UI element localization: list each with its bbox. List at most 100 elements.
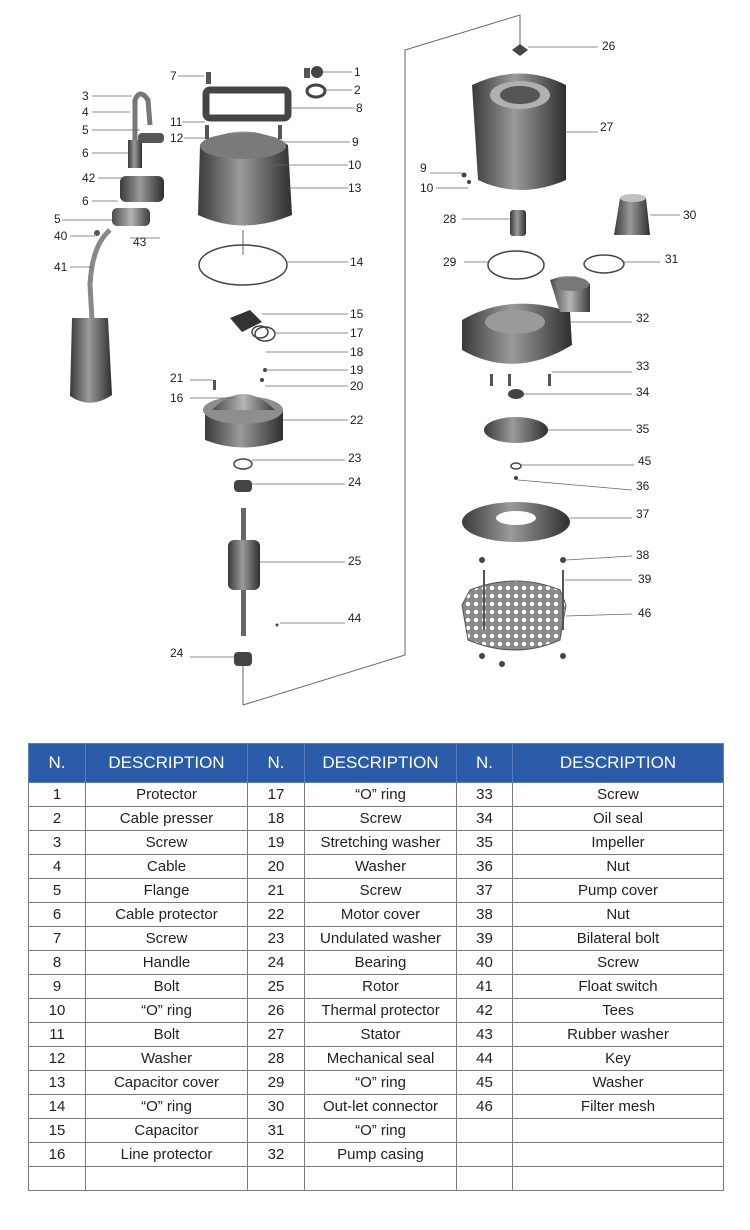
part-description-cell: Pump cover (512, 878, 724, 903)
callout-32: 32 (636, 311, 650, 325)
callout-21: 21 (170, 371, 184, 385)
part-description-cell: Bolt (85, 1022, 248, 1047)
callout-10b: 10 (420, 181, 434, 195)
callout-6: 6 (82, 146, 89, 160)
part-number-cell: 29 (247, 1070, 305, 1095)
part-number-cell: 20 (247, 854, 305, 879)
part-description-cell: Bearing (304, 950, 457, 975)
pump-casing (462, 275, 590, 399)
part-number-cell: 33 (456, 782, 513, 807)
callout-41: 41 (54, 260, 68, 274)
part-description-cell: Washer (85, 1046, 248, 1071)
part-number-cell (456, 1166, 513, 1191)
part-description-cell: Rubber washer (512, 1022, 724, 1047)
callout-13: 13 (348, 181, 362, 195)
cable-assembly (70, 91, 164, 403)
callout-46: 46 (638, 606, 652, 620)
handle-and-cover (198, 66, 327, 226)
capacitor (230, 310, 276, 382)
callout-22: 22 (350, 413, 364, 427)
header-number-1: N. (28, 743, 86, 783)
callout-10: 10 (348, 158, 362, 172)
part-description-cell (512, 1166, 724, 1191)
part-number-cell: 10 (28, 998, 86, 1023)
callout-45: 45 (638, 454, 652, 468)
part-number-cell: 8 (28, 950, 86, 975)
callout-6b: 6 (82, 194, 89, 208)
pump-cover (462, 502, 570, 563)
part-number-cell: 23 (247, 926, 305, 951)
callout-2: 2 (354, 83, 361, 97)
part-number-cell: 38 (456, 902, 513, 927)
part-description-cell: Bolt (85, 974, 248, 999)
part-number-cell: 40 (456, 950, 513, 975)
part-description-cell: “O” ring (85, 998, 248, 1023)
header-description-1: DESCRIPTION (85, 743, 248, 783)
part-description-cell: Key (512, 1046, 724, 1071)
callout-9: 9 (352, 135, 359, 149)
part-description-cell: Out-let connector (304, 1094, 457, 1119)
outlet-connector (583, 194, 650, 274)
part-description-cell: Screw (85, 926, 248, 951)
part-number-cell: 19 (247, 830, 305, 855)
header-description-3: DESCRIPTION (512, 743, 724, 783)
part-number-cell: 18 (247, 806, 305, 831)
part-number-cell: 11 (28, 1022, 86, 1047)
callout-20: 20 (350, 379, 364, 393)
callout-7: 7 (170, 69, 177, 83)
part-number-cell (28, 1166, 86, 1191)
callout-15: 15 (350, 307, 364, 321)
callout-29: 29 (443, 255, 457, 269)
part-number-cell: 42 (456, 998, 513, 1023)
part-description-cell: Capacitor cover (85, 1070, 248, 1095)
part-description-cell: Oil seal (512, 806, 724, 831)
part-description-cell: Nut (512, 854, 724, 879)
part-description-cell: Cable protector (85, 902, 248, 927)
part-description-cell: Undulated washer (304, 926, 457, 951)
part-number-cell: 34 (456, 806, 513, 831)
part-description-cell: Washer (512, 1070, 724, 1095)
part-number-cell: 28 (247, 1046, 305, 1071)
part-number-cell: 44 (456, 1046, 513, 1071)
part-number-cell (456, 1118, 513, 1143)
callout-43: 43 (133, 235, 147, 249)
exploded-pump-diagram: 1 2 3 4 5 6 7 8 9 10 11 12 13 14 15 16 1… (54, 14, 697, 706)
part-description-cell: Handle (85, 950, 248, 975)
part-description-cell: Thermal protector (304, 998, 457, 1023)
callout-36: 36 (636, 479, 650, 493)
part-description-cell: Bilateral bolt (512, 926, 724, 951)
part-number-cell: 41 (456, 974, 513, 999)
part-number-cell: 26 (247, 998, 305, 1023)
callout-34: 34 (636, 385, 650, 399)
part-number-cell: 45 (456, 1070, 513, 1095)
callout-3: 3 (82, 89, 89, 103)
header-description-2: DESCRIPTION (304, 743, 457, 783)
part-description-cell: Filter mesh (512, 1094, 724, 1119)
callout-31: 31 (665, 252, 679, 266)
motor-cover (203, 380, 283, 448)
bearings-and-rotor (228, 458, 279, 666)
part-number-cell: 21 (247, 878, 305, 903)
callout-30: 30 (683, 208, 697, 222)
part-number-cell: 2 (28, 806, 86, 831)
part-description-cell: Cable presser (85, 806, 248, 831)
part-number-cell: 16 (28, 1142, 86, 1167)
part-description-cell (512, 1118, 724, 1143)
part-description-cell: Screw (304, 806, 457, 831)
callout-38: 38 (636, 548, 650, 562)
part-description-cell: Screw (304, 878, 457, 903)
part-description-cell: Float switch (512, 974, 724, 999)
part-number-cell: 36 (456, 854, 513, 879)
part-number-cell: 22 (247, 902, 305, 927)
part-description-cell: “O” ring (304, 782, 457, 807)
filter-mesh (461, 570, 567, 667)
